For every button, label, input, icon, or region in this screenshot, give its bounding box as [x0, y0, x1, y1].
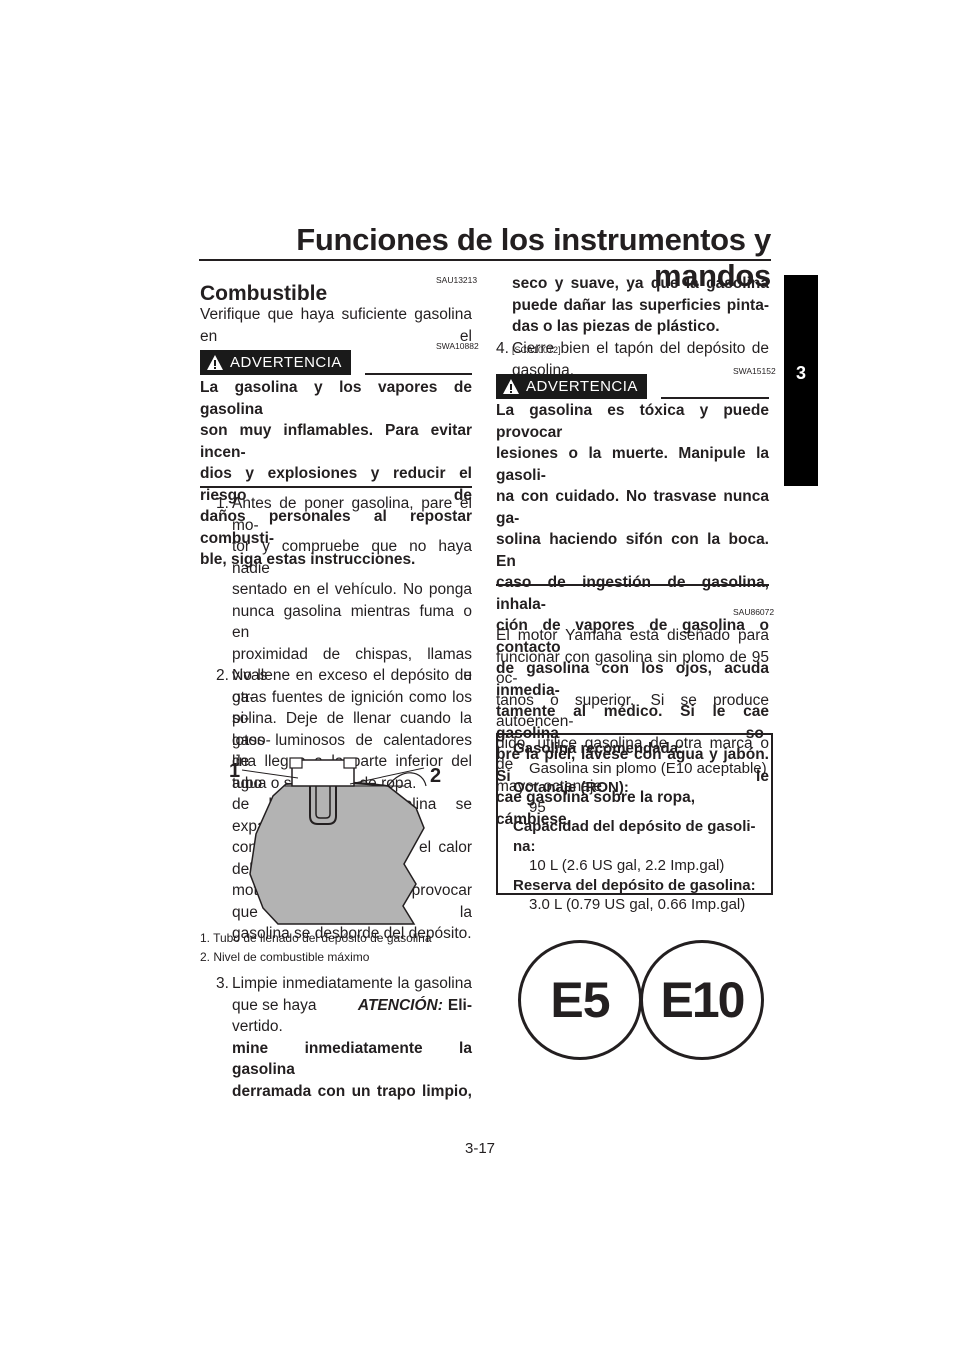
text-line: na con cuidado. No trasvase nunca ga- — [496, 488, 769, 527]
warning-label: ADVERTENCIA — [526, 378, 638, 395]
warning-triangle-icon — [503, 379, 519, 394]
warning-bottom-rule — [496, 584, 769, 586]
continuation-line: seco y suave, ya que la gasolina — [512, 275, 769, 292]
text-line: La gasolina es tóxica y puede provocar — [496, 402, 769, 441]
step-3-text-a: que se haya vertido. — [232, 996, 317, 1036]
continuation-line-text: das o las piezas de plástico. — [512, 318, 720, 335]
spec-value: 95 — [529, 798, 546, 816]
e10-fuel-badge: E10 — [640, 940, 764, 1060]
text-line: funcionar con gasolina sin plomo de 95 o… — [496, 648, 769, 688]
spec-value: 3.0 L (0.79 US gal, 0.66 Imp.gal) — [529, 896, 746, 913]
chapter-tab: 3 — [784, 275, 818, 486]
spec-label: Reserva del depósito de gasolina: — [513, 876, 756, 894]
e5-badge-label: E5 — [550, 972, 610, 1028]
section-heading: Combustible — [200, 282, 328, 305]
text-line: sentado en el vehículo. No ponga — [232, 581, 472, 598]
text-line: ble, siga estas instrucciones. — [200, 551, 416, 568]
spec-label: na: — [513, 837, 536, 855]
chapter-tab-number: 3 — [795, 363, 806, 383]
notice-code: [SCA10072] — [512, 344, 561, 355]
warning-label: ADVERTENCIA — [230, 354, 342, 371]
text-line: son muy inflamables. Para evitar incen- — [200, 422, 472, 461]
warning-code: SWA10882 — [436, 341, 479, 351]
text-line: caso de ingestión de gasolina, inhala- — [496, 574, 769, 613]
text-line: tanos o superior. Si se produce autoence… — [496, 691, 769, 731]
text-line: gasolina se desborde del depósito. — [232, 925, 472, 942]
page-title: Funciones de los instrumentos y mandos — [296, 222, 771, 293]
intro-line: Verifique que haya suficiente gasolina e… — [200, 306, 472, 345]
spec-label: Capacidad del depósito de gasoli- — [513, 818, 756, 835]
warning-code: SWA15152 — [733, 366, 776, 376]
e10-badge-label: E10 — [660, 972, 746, 1028]
warning-text: La gasolina es tóxica y puede provocar le… — [496, 400, 769, 830]
fuel-tank-illustration — [241, 757, 427, 925]
text-line: nunca gasolina mientras fuma o en — [232, 602, 472, 642]
figure-label-1: 1 — [229, 760, 241, 782]
warning-label-box: ADVERTENCIA — [496, 374, 647, 399]
step-1-number: 1. — [216, 495, 229, 512]
text-line: ción de vapores de gasolina o contacto — [496, 617, 769, 656]
text-line: La gasolina y los vapores de gasolina — [200, 379, 472, 418]
step-3-line: mine inmediatamente la gasolina — [232, 1039, 472, 1079]
text-line: otras fuentes de ignición como los pi- — [232, 688, 472, 728]
text-line: daños personales al repostar combusti- — [200, 508, 472, 547]
text-line: No llene en exceso el depósito de ga- — [232, 667, 472, 706]
text-line: El motor Yamaha está diseñado para — [496, 627, 769, 644]
warning-label-box: ADVERTENCIA — [200, 350, 351, 375]
step-3-text: Limpie inmediatamente la gasolina que se… — [232, 973, 472, 1102]
step-3-line: derramada con un trapo limpio, — [232, 1082, 472, 1100]
figure-label-2: 2 — [430, 765, 442, 787]
continuation-line: puede dañar las superficies pinta- — [512, 296, 769, 314]
text-line: mayor octanaje. — [496, 777, 607, 795]
figure-caption-2: 2. Nivel de combustible máximo — [200, 950, 370, 964]
step-4-number: 4. — [496, 340, 509, 357]
warning-text: La gasolina y los vapores de gasolina son… — [200, 377, 472, 571]
text-line: de gasolina con los ojos, acuda inmedia- — [496, 660, 769, 699]
warning-banner: ADVERTENCIA — [496, 374, 769, 399]
step-3-number: 3. — [216, 975, 229, 992]
step-4-line: Cierre bien el tapón del depósito de — [512, 340, 769, 357]
text-line: Antes de poner gasolina, pare el mo- — [232, 495, 472, 534]
text-line: dido, utilice gasolina de otra marca o d… — [496, 734, 769, 774]
warning-triangle-icon — [207, 355, 223, 370]
step-3-notice-label: ATENCIÓN: — [357, 996, 443, 1014]
text-line: bre la piel, lávese con agua y jabón. Si… — [496, 746, 769, 785]
warning-bottom-rule — [200, 486, 472, 488]
warning-rule — [364, 372, 472, 375]
text-line: lotos luminosos de calentadores de — [232, 731, 472, 771]
section-code: SAU86072 — [733, 607, 775, 617]
warning-rule — [660, 396, 769, 399]
text-line: solina haciendo sifón con la boca. En — [496, 531, 769, 570]
spec-label: Gasolina recomendada: — [513, 740, 684, 757]
page-number: 3-17 — [464, 1140, 496, 1157]
section-code: SAU13213 — [436, 275, 478, 285]
e5-fuel-badge: E5 — [518, 940, 642, 1060]
text-line: proximidad de chispas, llamas vivas u — [232, 645, 472, 685]
text-line: tor y compruebe que no haya nadie — [232, 538, 472, 577]
step-3-continuation: seco y suave, ya que la gasolina puede d… — [512, 273, 769, 361]
text-line: lesiones o la muerte. Manipule la gasoli… — [496, 445, 769, 484]
spec-value: Gasolina sin plomo (E10 aceptable) — [529, 759, 767, 777]
step-2-number: 2. — [216, 667, 229, 684]
figure-caption-1: 1. Tubo de llenado del depósito de gasol… — [200, 931, 432, 945]
text-line: solina. Deje de llenar cuando la gaso- — [232, 710, 472, 749]
fuel-spec-box: Gasolina recomendada: Gasolina sin plomo… — [496, 733, 773, 913]
spec-label: Octanaje (RON): — [513, 779, 629, 796]
text-line: cae gasolina sobre la ropa, cámbiese. — [496, 789, 695, 828]
continuation-line: das o las piezas de plástico. [SCA10072] — [512, 316, 769, 361]
spec-value: 10 L (2.6 US gal, 2.2 Imp.gal) — [529, 857, 725, 874]
header-rule — [199, 259, 771, 261]
step-3-text-c: Eli- — [447, 996, 472, 1014]
step-3-line: Limpie inmediatamente la gasolina — [232, 975, 472, 992]
octane-paragraph: El motor Yamaha está diseñado para funcio… — [496, 625, 769, 797]
step-3-line: que se haya vertido. ATENCIÓN: Eli- — [232, 995, 472, 1038]
warning-banner: ADVERTENCIA — [200, 350, 472, 375]
text-line: dios y explosiones y reducir el riesgo d… — [200, 465, 472, 504]
